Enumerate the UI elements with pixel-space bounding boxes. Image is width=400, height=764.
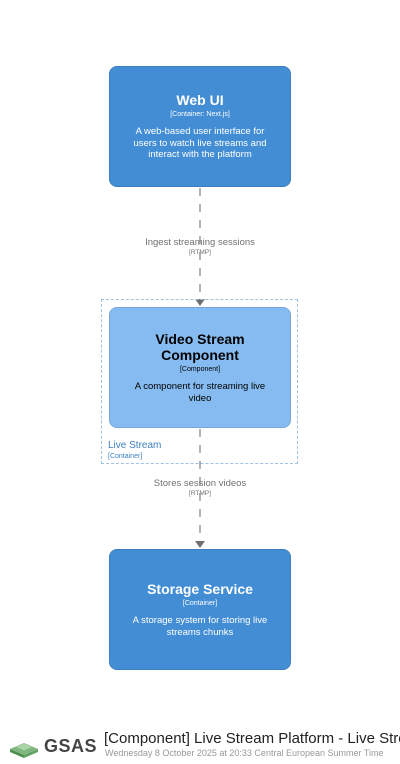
storage-service-description: A storage system for storing live stream… [132,615,268,638]
diagram-timestamp: Wednesday 8 October 2025 at 20:33 Centra… [105,748,384,758]
storage-service-node[interactable]: Storage Service [Container] A storage sy… [109,549,291,670]
arrowhead-storage [195,541,205,548]
boundary-label: Live Stream [Container] [108,440,161,461]
web-ui-technology: [Container: Next.js] [170,111,230,119]
edge-label-ingest: Ingest streaming sessions [RTMP] [140,237,260,257]
video-stream-technology: [Component] [179,366,221,373]
edge-label-stores: Stores session videos [RTMP] [140,478,260,498]
diagram-title: [Component] Live Stream Platform - Live … [104,730,400,747]
edge-label-stores-technology: [RTMP] [189,490,211,497]
boundary-name: Live Stream [108,440,162,451]
boundary-type: [Container] [108,453,143,460]
edge-label-ingest-technology: [RTMP] [189,249,211,256]
video-stream-node[interactable]: Video Stream Component [Component] A com… [109,307,291,428]
web-ui-title: Web UI [176,92,224,109]
web-ui-node[interactable]: Web UI [Container: Next.js] A web-based … [109,66,291,187]
diagram-footer: GSAS [Component] Live Stream Platform - … [8,728,400,758]
live-stream-boundary: Live Stream [Container] [101,299,298,464]
video-stream-title: Video Stream Component [155,331,245,363]
video-stream-description: A component for streaming live video [134,381,266,404]
web-ui-description: A web-based user interface for users to … [133,126,267,161]
logo-text: GSAS [44,736,98,756]
arrowhead-videostream [195,299,205,306]
edge-label-ingest-text: Ingest streaming sessions [145,237,255,248]
edge-label-stores-text: Stores session videos [153,478,247,489]
storage-service-title: Storage Service [147,581,253,597]
gsas-logo-icon [10,743,38,758]
storage-service-technology: [Container] [182,600,218,607]
